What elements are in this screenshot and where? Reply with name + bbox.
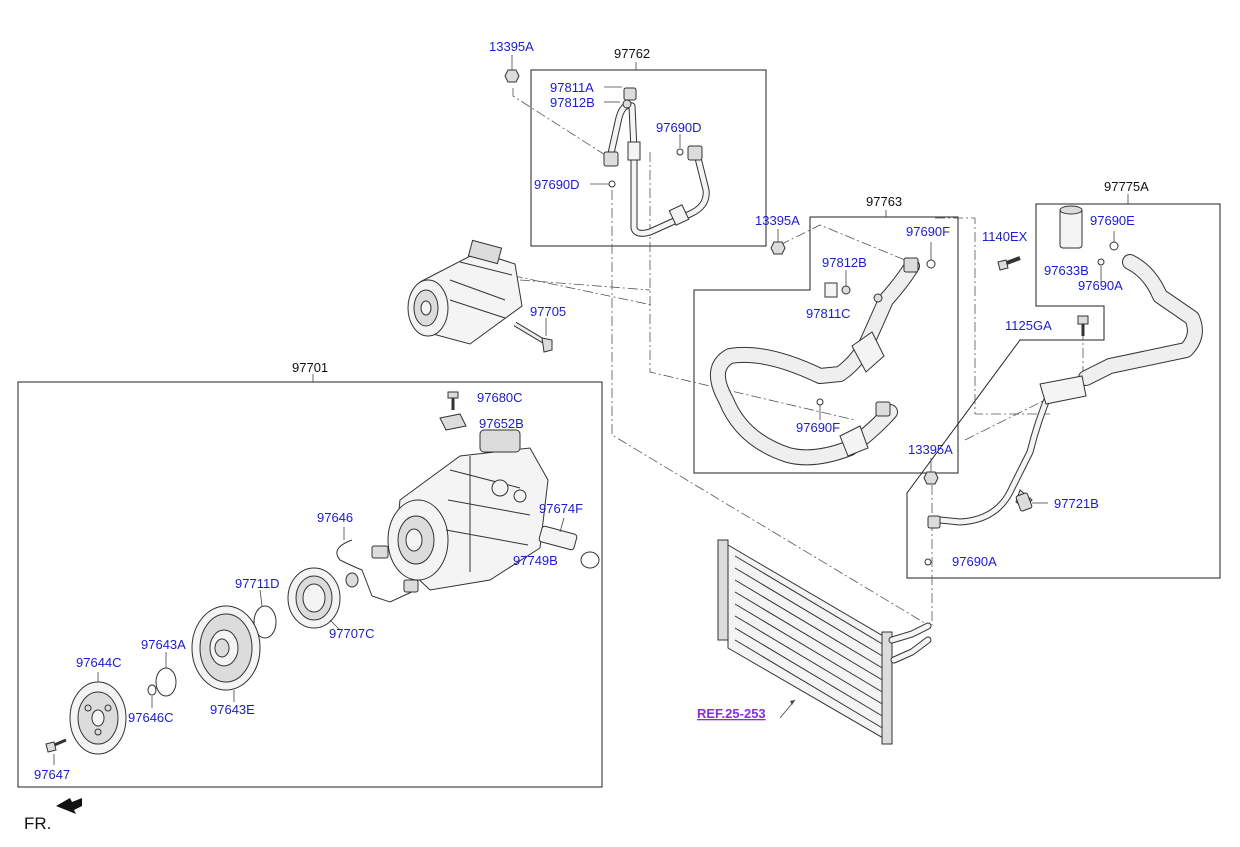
label-97812B-mid: 97812B [822, 255, 867, 270]
label-97690A-bottom: 97690A [952, 554, 997, 569]
snap-ring-97711D [253, 589, 277, 639]
label-97690F-bottom: 97690F [796, 420, 840, 435]
label-97811C: 97811C [806, 306, 851, 321]
bolt-97680C [447, 391, 459, 410]
label-97775A: 97775A [1104, 179, 1149, 194]
pulley-97643E [191, 605, 261, 702]
hose-97763 [710, 242, 936, 466]
compressor-assembly-small [407, 239, 523, 345]
label-97721B: 97721B [1054, 496, 1099, 511]
liquid-line-97775A [924, 205, 1203, 566]
field-coil-97707C [287, 567, 359, 631]
snap-ring-97643A [155, 652, 177, 697]
label-97690D-left: 97690D [534, 177, 580, 192]
sensor-97721B [1015, 492, 1048, 512]
label-97812B-top: 97812B [550, 95, 595, 110]
label-97762: 97762 [614, 46, 650, 61]
label-97690E: 97690E [1090, 213, 1135, 228]
group-box-97701 [17, 381, 603, 788]
label-97763: 97763 [866, 194, 902, 209]
bracket-97652B [439, 413, 467, 431]
clutch-hub-97644C [69, 672, 127, 755]
bolt-97705 [513, 318, 553, 353]
reference-link[interactable]: REF.25-253 [697, 706, 766, 721]
label-13395A-mid: 13395A [755, 213, 800, 228]
label-97646: 97646 [317, 510, 353, 525]
label-97705: 97705 [530, 304, 566, 319]
condenser-assembly [717, 539, 932, 745]
sensor-97674F [538, 517, 600, 569]
label-97690D-right: 97690D [656, 120, 702, 135]
label-97690A-top: 97690A [1078, 278, 1123, 293]
label-97707C: 97707C [329, 626, 375, 641]
label-97711D: 97711D [235, 576, 280, 591]
label-97633B: 97633B [1044, 263, 1089, 278]
bolt-1125GA [1077, 315, 1089, 336]
label-97647: 97647 [34, 767, 70, 782]
nut-13395A-mid [770, 229, 786, 255]
label-97690F-top: 97690F [906, 224, 950, 239]
bolt-1140EX [997, 256, 1021, 271]
front-marker-label: FR. [24, 814, 51, 833]
group-box-97775A [906, 203, 1221, 579]
label-1125GA: 1125GA [1005, 318, 1052, 333]
bolt-97647 [45, 738, 67, 765]
label-97680C: 97680C [477, 390, 523, 405]
group-box-97762 [530, 69, 767, 247]
label-97674F: 97674F [539, 501, 583, 516]
label-13395A-right: 13395A [908, 442, 953, 457]
group-box-97763 [693, 216, 959, 474]
label-97749B: 97749B [513, 553, 558, 568]
label-97652B: 97652B [479, 416, 524, 431]
harness-97646 [336, 527, 419, 603]
compressor-97701 [387, 429, 549, 591]
pipe-97762 [590, 86, 710, 237]
nut-13395A-right [923, 458, 939, 485]
label-97646C: 97646C [128, 710, 174, 725]
label-97643A: 97643A [141, 637, 186, 652]
label-97701: 97701 [292, 360, 328, 375]
front-arrow-icon [56, 798, 82, 814]
label-97811A: 97811A [550, 80, 594, 95]
label-13395A-top: 13395A [489, 39, 534, 54]
label-1140EX: 1140EX [982, 229, 1028, 244]
label-97643E: 97643E [210, 702, 255, 717]
nut-13395A-top [504, 55, 520, 83]
shim-97646C [147, 684, 157, 708]
label-97644C: 97644C [76, 655, 122, 670]
